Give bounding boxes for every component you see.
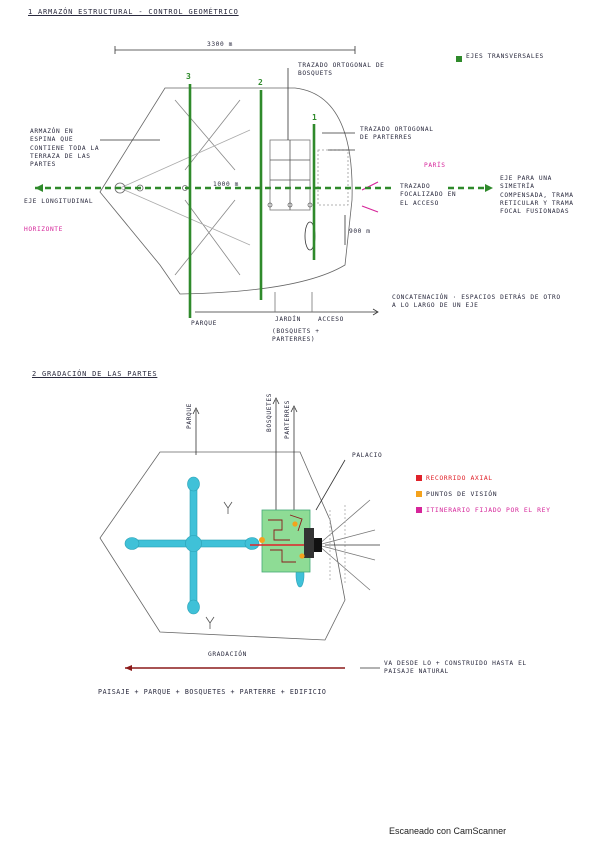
label-trazado-bosquets: TRAZADO ORTOGONAL DE BOSQUETS <box>298 62 385 78</box>
dim-900: 900 m <box>349 228 371 235</box>
dim-1000: 1000 m <box>213 181 239 188</box>
legend-item-axial: RECORRIDO AXIAL <box>416 474 493 483</box>
red-square-icon <box>416 475 422 481</box>
section1-title: 1 ARMAZÓN ESTRUCTURAL - CONTROL GEOMÉTRI… <box>28 8 239 16</box>
plan-structural <box>99 46 379 316</box>
axis-3-label: 3 <box>186 72 192 81</box>
magenta-square-icon <box>416 507 422 513</box>
label-trazado-focalizado: TRAZADO FOCALIZADO EN EL ACCESO <box>400 183 457 207</box>
label-paris: PARÍS <box>424 162 446 169</box>
label-bosquetes-parterres: (BOSQUETS + PARTERRES) <box>272 328 320 344</box>
label-eje-longitudinal: EJE LONGITUDINAL <box>24 198 94 205</box>
label-acceso: ACCESO <box>318 316 344 323</box>
water-cross <box>124 476 305 615</box>
label-parque: PARQUE <box>191 320 217 327</box>
label-va-desde: VA DESDE LO + CONSTRUIDO HASTA EL PAISAJ… <box>384 660 527 676</box>
label-eje-simetria: EJE PARA UNA SIMETRÍA COMPENSADA, TRAMA … <box>500 175 574 216</box>
legend-item-itinerario: ITINERARIO FIJADO POR EL REY <box>416 506 551 515</box>
dim-top: 3300 m <box>207 41 233 48</box>
section2-title: 2 GRADACIÓN DE LAS PARTES <box>32 370 158 378</box>
axis-1-label: 1 <box>312 113 318 122</box>
label-sequence: PAISAJE + PARQUE + BOSQUETES + PARTERRE … <box>98 688 327 696</box>
vlabel-parque: PARQUE <box>186 403 193 429</box>
label-palacio: PALACIO <box>352 452 383 459</box>
vlabel-bosquetes: BOSQUETES <box>266 393 273 432</box>
label-gradacion: GRADACIÓN <box>208 651 247 658</box>
label-horizonte: HORIZONTE <box>24 226 63 233</box>
label-concatenacion: CONCATENACIÓN · ESPACIOS DETRÁS DE OTRO … <box>392 294 561 310</box>
parterre-block <box>261 509 311 573</box>
label-jardin: JARDÍN <box>275 316 301 323</box>
orange-square-icon <box>416 491 422 497</box>
plan-gradation <box>99 397 380 641</box>
legend-item-vision: PUNTOS DE VISIÓN <box>416 490 497 499</box>
label-armazon: ARMAZÓN EN ESPINA QUE CONTIENE TODA LA T… <box>30 128 100 169</box>
axis-2-label: 2 <box>258 78 264 87</box>
footer-camscanner: Escaneado con CamScanner <box>389 826 507 836</box>
legend-ejes: EJES TRANSVERSALES <box>466 53 544 60</box>
vlabel-parterres: PARTERRES <box>284 400 291 439</box>
label-trazado-parterres: TRAZADO ORTOGONAL DE PARTERRES <box>360 126 434 142</box>
